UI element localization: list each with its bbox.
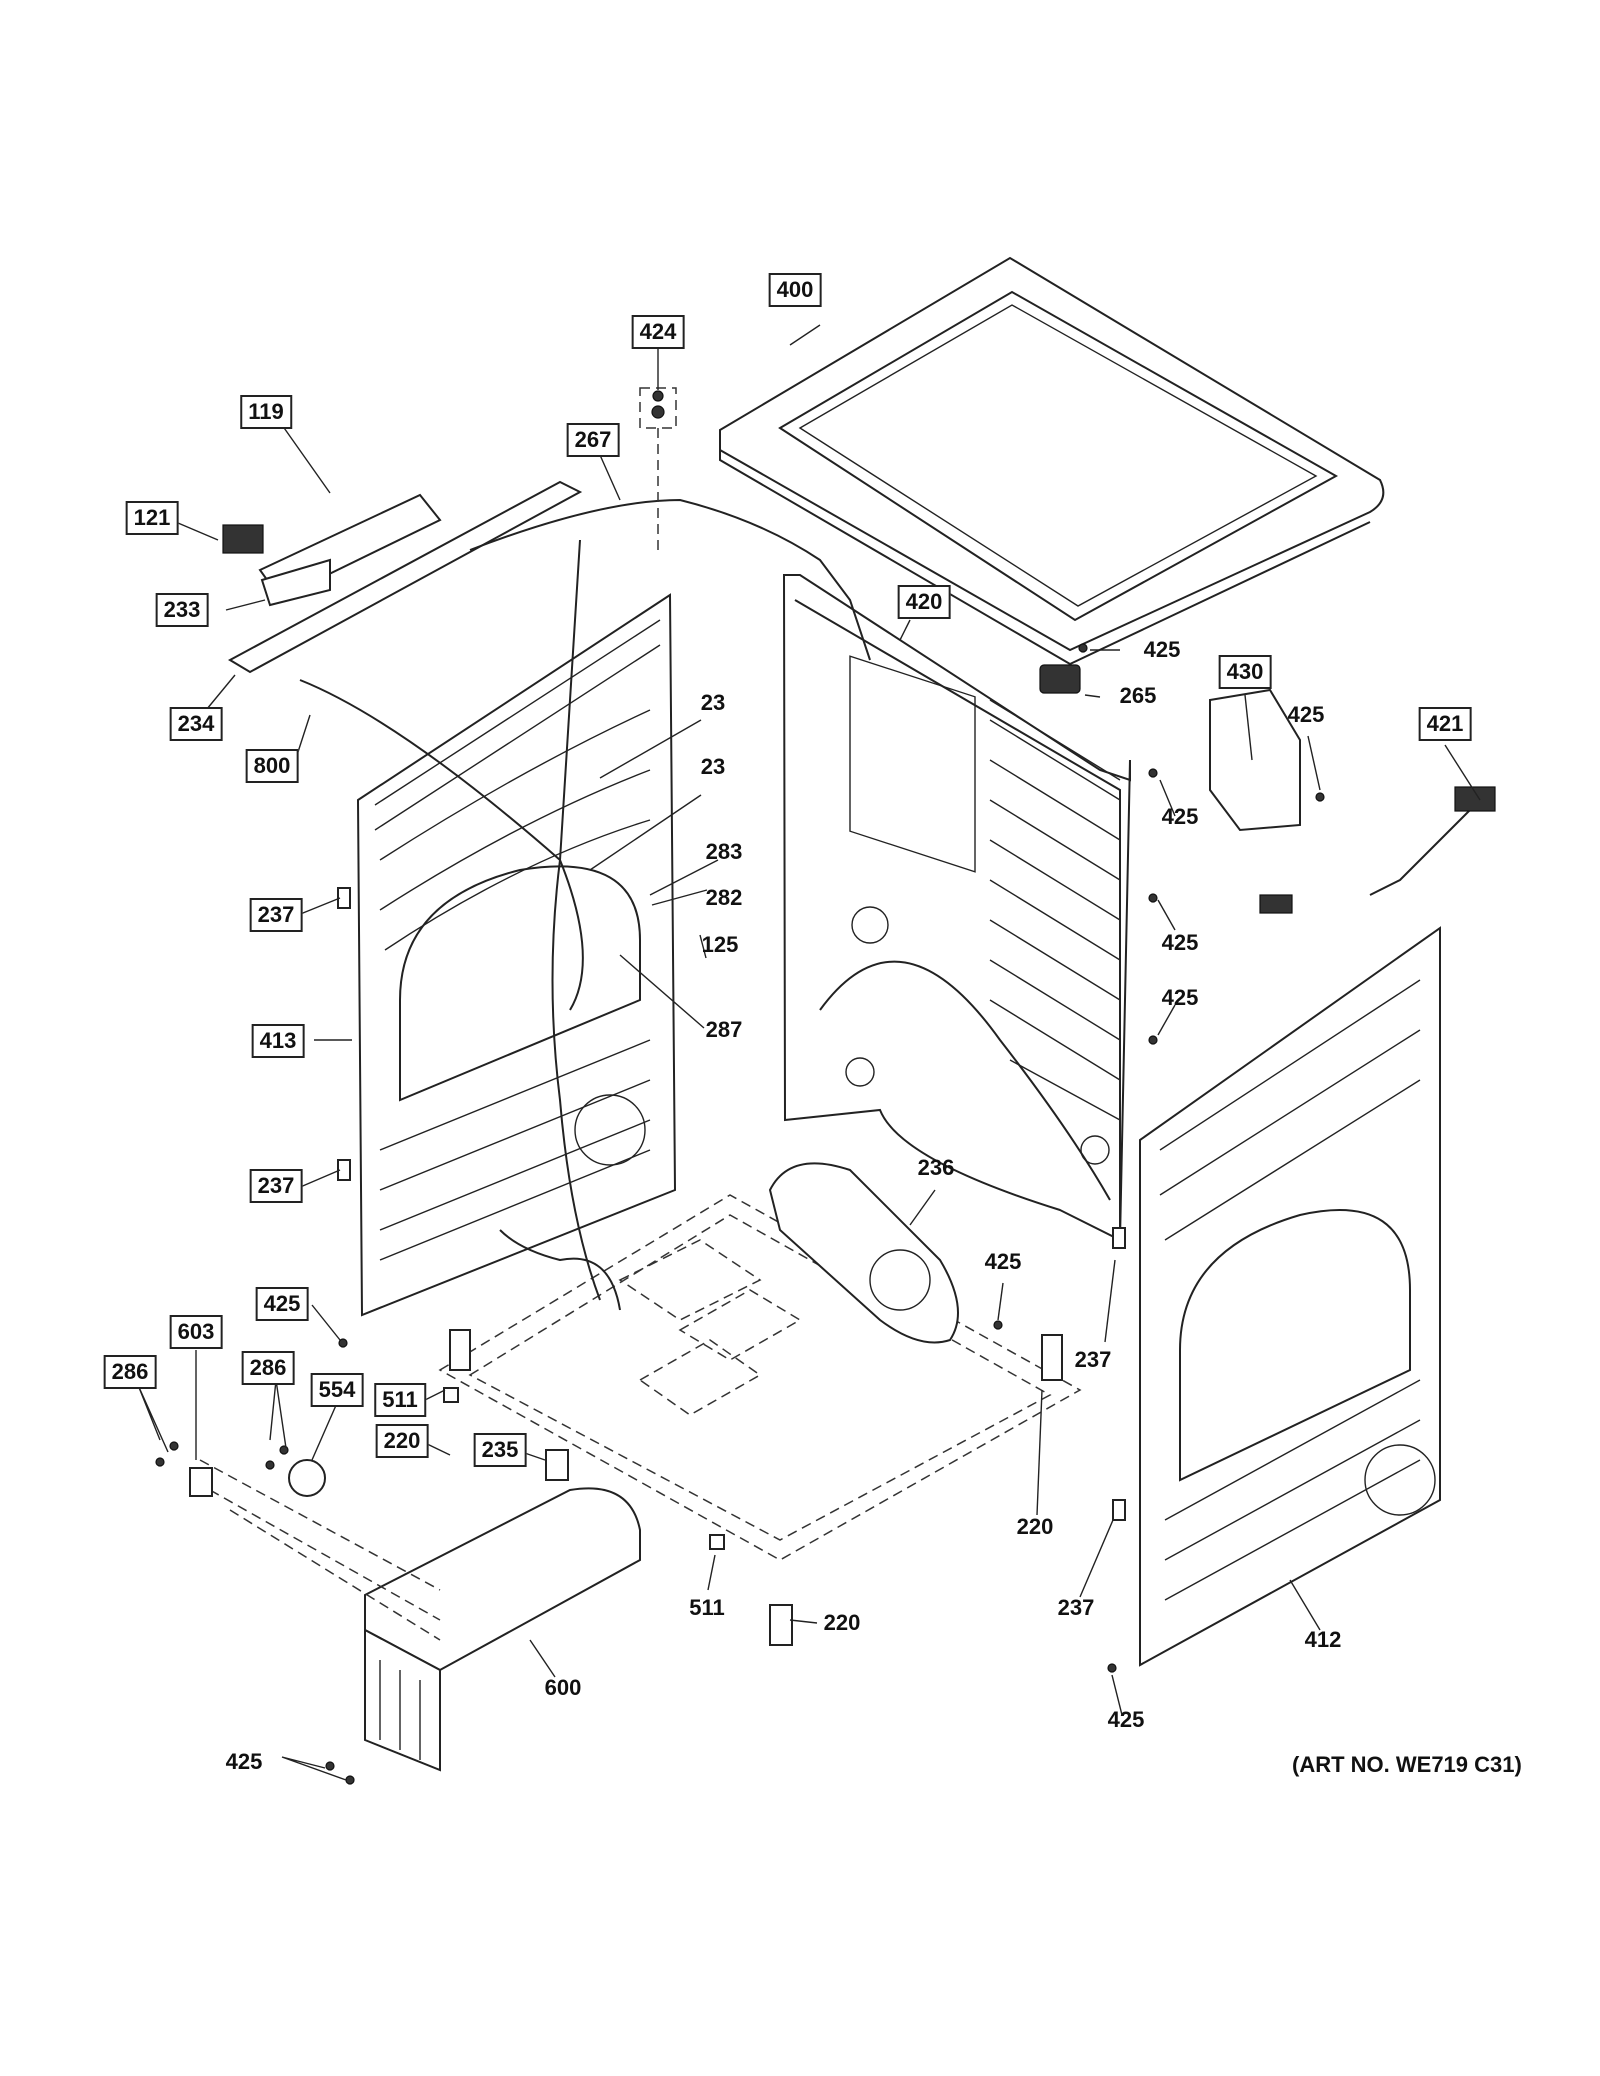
callout-121: 121	[125, 501, 179, 535]
callout-220-a: 220	[375, 1424, 429, 1458]
callout-603: 603	[169, 1315, 223, 1349]
callout-425-e: 425	[1161, 985, 1199, 1010]
callout-412: 412	[1304, 1627, 1342, 1652]
callout-413: 413	[251, 1024, 305, 1058]
callout-287: 287	[705, 1017, 743, 1042]
art-number: (ART NO. WE719 C31)	[1292, 1752, 1522, 1777]
callout-23-b: 23	[700, 754, 726, 779]
callout-233: 233	[155, 593, 209, 627]
callout-511-b: 511	[689, 1595, 725, 1620]
callout-237-d: 237	[1057, 1595, 1095, 1620]
callout-511-a: 511	[374, 1383, 426, 1417]
callout-420: 420	[897, 585, 951, 619]
callout-425-h: 425	[1107, 1707, 1145, 1732]
callout-282: 282	[705, 885, 743, 910]
top-panel-400	[719, 256, 1385, 666]
duct-600	[364, 1487, 641, 1772]
callout-600: 600	[544, 1675, 582, 1700]
callout-425-a: 425	[1143, 637, 1181, 662]
callout-286-b: 286	[241, 1351, 295, 1385]
left-panel-413	[356, 593, 677, 1317]
leader-lines	[137, 324, 1481, 1781]
callout-237-b: 237	[249, 1169, 303, 1203]
callout-286-a: 286	[103, 1355, 157, 1389]
rear-panel-420	[782, 574, 1131, 1242]
callout-425-d: 425	[1161, 930, 1199, 955]
callout-125: 125	[701, 932, 739, 957]
callout-265: 265	[1119, 683, 1157, 708]
callout-220-c: 220	[823, 1610, 861, 1635]
callout-267: 267	[566, 423, 620, 457]
callout-234: 234	[169, 707, 223, 741]
callout-425-i: 425	[225, 1749, 263, 1774]
callout-283: 283	[705, 839, 743, 864]
callout-236: 236	[917, 1155, 955, 1180]
callout-430: 430	[1218, 655, 1272, 689]
callout-23-a: 23	[700, 690, 726, 715]
wire-harness	[299, 498, 871, 1311]
callout-400: 400	[768, 273, 822, 307]
callout-425-g: 425	[255, 1287, 309, 1321]
callout-235: 235	[473, 1433, 527, 1467]
callout-425-c: 425	[1161, 804, 1199, 829]
right-panel-412	[1139, 926, 1441, 1667]
callout-220-b: 220	[1016, 1514, 1054, 1539]
callout-119: 119	[240, 395, 292, 429]
callout-425-b: 425	[1287, 702, 1325, 727]
base-frame	[438, 1194, 1082, 1561]
callout-554: 554	[310, 1373, 364, 1407]
callout-237-c: 237	[1074, 1347, 1112, 1372]
callout-425-f: 425	[984, 1249, 1022, 1274]
bulkhead-236	[768, 1162, 959, 1344]
callout-800: 800	[245, 749, 299, 783]
callout-424: 424	[631, 315, 685, 349]
callout-237-a: 237	[249, 898, 303, 932]
small-parts	[155, 390, 1496, 1785]
callout-421: 421	[1418, 707, 1472, 741]
